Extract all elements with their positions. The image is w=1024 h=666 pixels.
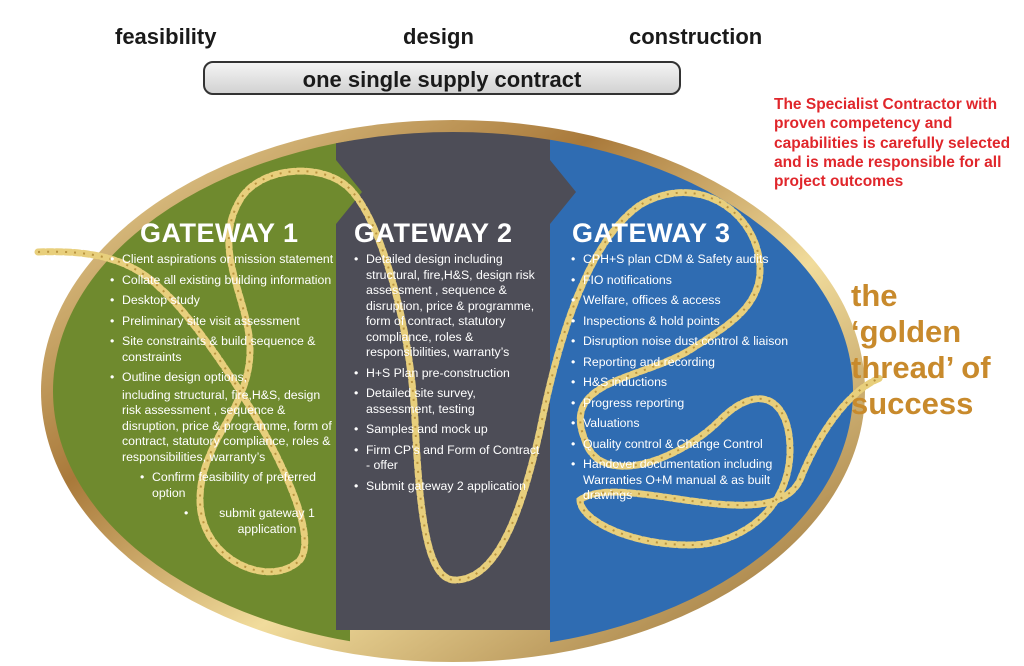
list-item: Submit gateway 2 application: [352, 479, 544, 495]
gateway-3-title: GATEWAY 3: [572, 218, 731, 248]
list-item: Handover documentation including Warrant…: [569, 457, 791, 504]
golden-thread-line-2: ‘golden: [851, 314, 962, 349]
list-item: Reporting and recording: [569, 355, 791, 371]
gateway-3-list: CPH+S plan CDM & Safety audits FIO notif…: [569, 252, 791, 509]
list-item: Detailed design including structural, fi…: [352, 252, 544, 361]
list-item: Welfare, offices & access: [569, 293, 791, 309]
gateway-2-arrow: [550, 132, 576, 224]
list-item: Quality control & Change Control: [569, 437, 791, 453]
list-item: Firm CP’s and Form of Contract - offer: [352, 443, 544, 474]
gateway-1-list: Client aspirations or mission statement …: [108, 252, 336, 542]
phase-feasibility: feasibility: [115, 24, 217, 49]
list-item: Inspections & hold points: [569, 314, 791, 330]
single-supply-contract-box: one single supply contract: [203, 61, 681, 95]
list-item: CPH+S plan CDM & Safety audits: [569, 252, 791, 268]
phase-design: design: [403, 24, 474, 49]
list-item: Site constraints & build sequence & cons…: [108, 334, 336, 365]
list-item: H+S Plan pre-construction: [352, 366, 544, 382]
list-item: Preliminary site visit assessment: [108, 314, 336, 330]
list-item: Samples and mock up: [352, 422, 544, 438]
list-item: H&S inductions: [569, 375, 791, 391]
list-item: Client aspirations or mission statement: [108, 252, 336, 268]
gateway-2-list: Detailed design including structural, fi…: [352, 252, 544, 499]
list-item: Detailed site survey, assessment, testin…: [352, 386, 544, 417]
golden-thread-label: the ‘golden thread’ of success: [851, 278, 1021, 422]
list-item: Progress reporting: [569, 396, 791, 412]
gateway-1-title: GATEWAY 1: [140, 218, 299, 248]
list-item: Outline design options,: [108, 370, 336, 386]
list-item: Collate all existing building informatio…: [108, 273, 336, 289]
golden-thread-line-1: the: [851, 278, 898, 313]
list-item: Desktop study: [108, 293, 336, 309]
list-item: Disruption noise dust control & liaison: [569, 334, 791, 350]
list-item: Valuations: [569, 416, 791, 432]
gateway-2-title: GATEWAY 2: [354, 218, 513, 248]
list-item: Confirm feasibility of preferred option: [108, 470, 336, 501]
golden-thread-line-4: success: [851, 386, 974, 421]
golden-thread-line-3: thread’ of: [851, 350, 991, 385]
list-item: FIO notifications: [569, 273, 791, 289]
list-item: including structural, fire,H&S, design r…: [122, 387, 332, 464]
phase-construction: construction: [629, 24, 763, 49]
list-item: submit gateway 1 application: [108, 506, 336, 537]
specialist-contractor-callout: The Specialist Contractor with proven co…: [774, 96, 1011, 191]
